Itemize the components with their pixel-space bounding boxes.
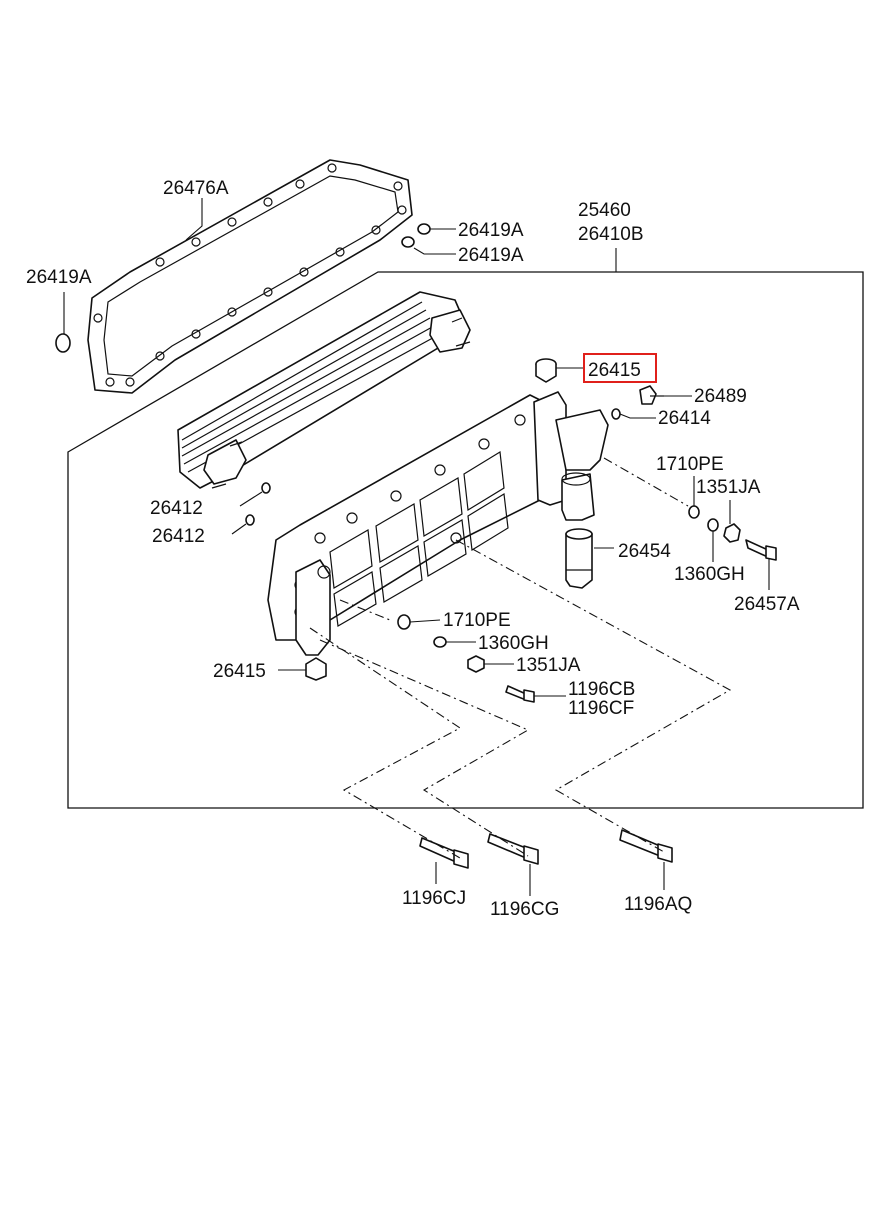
label-1196CJ[interactable]: 1196CJ <box>402 888 466 909</box>
o-ring-26414[interactable] <box>611 408 621 420</box>
highlight-box <box>583 353 657 383</box>
washer-mid[interactable] <box>397 614 411 630</box>
label-1351JA-mid[interactable]: 1351JA <box>516 655 581 676</box>
label-26419A-top-1[interactable]: 26419A <box>458 220 524 241</box>
long-bolt-1196CJ[interactable] <box>419 837 469 869</box>
label-26457A[interactable]: 26457A <box>734 594 800 615</box>
label-1351JA-right[interactable]: 1351JA <box>696 477 761 498</box>
label-1710PE-right[interactable]: 1710PE <box>656 454 724 475</box>
label-1196CB[interactable]: 1196CB <box>568 679 635 700</box>
long-bolt-1196AQ[interactable] <box>619 829 673 863</box>
o-ring-26412-b[interactable] <box>245 514 255 526</box>
bolt-right[interactable] <box>745 539 777 561</box>
cover-gasket[interactable] <box>87 159 413 394</box>
label-1360GH-mid[interactable]: 1360GH <box>478 633 549 654</box>
label-26412-a[interactable]: 26412 <box>150 498 203 519</box>
plug-26415-upper[interactable] <box>535 358 557 383</box>
label-1360GH-right[interactable]: 1360GH <box>674 564 745 585</box>
long-bolt-1196CG[interactable] <box>487 833 539 865</box>
label-1196CF[interactable]: 1196CF <box>568 698 634 719</box>
oil-cooler-core[interactable] <box>177 291 471 489</box>
nut-right[interactable] <box>723 523 741 543</box>
label-26415-highlighted[interactable]: 26415 <box>588 360 641 381</box>
label-26415-lower[interactable]: 26415 <box>213 661 266 682</box>
bolt-26489[interactable] <box>639 385 664 405</box>
center-lines <box>309 457 732 859</box>
label-1196CG[interactable]: 1196CG <box>490 899 559 920</box>
label-26419A-top-2[interactable]: 26419A <box>458 245 524 266</box>
label-25460[interactable]: 25460 <box>578 200 631 221</box>
washer-right[interactable] <box>688 505 700 519</box>
plug-26415-lower[interactable] <box>305 657 327 681</box>
valve-26454[interactable] <box>565 528 593 589</box>
label-26414[interactable]: 26414 <box>658 408 711 429</box>
leader-lines <box>63 198 770 896</box>
label-26476A[interactable]: 26476A <box>163 178 229 199</box>
o-ring-top-2[interactable] <box>401 236 415 248</box>
label-1710PE-mid[interactable]: 1710PE <box>443 610 511 631</box>
bolt-mid[interactable] <box>505 685 535 703</box>
cooler-housing[interactable] <box>267 391 609 656</box>
label-26419A-left[interactable]: 26419A <box>26 267 92 288</box>
label-26412-b[interactable]: 26412 <box>152 526 205 547</box>
label-26454[interactable]: 26454 <box>618 541 671 562</box>
washer-mid-2[interactable] <box>433 636 447 648</box>
label-26410B[interactable]: 26410B <box>578 224 644 245</box>
label-1196AQ[interactable]: 1196AQ <box>624 894 692 915</box>
nut-mid[interactable] <box>467 655 485 673</box>
label-26489[interactable]: 26489 <box>694 386 747 407</box>
washer-right-2[interactable] <box>707 518 719 532</box>
o-ring-top-1[interactable] <box>417 223 431 235</box>
o-ring-left[interactable] <box>55 333 71 353</box>
assembly-frame <box>67 271 864 809</box>
o-ring-26412-a[interactable] <box>261 482 271 494</box>
